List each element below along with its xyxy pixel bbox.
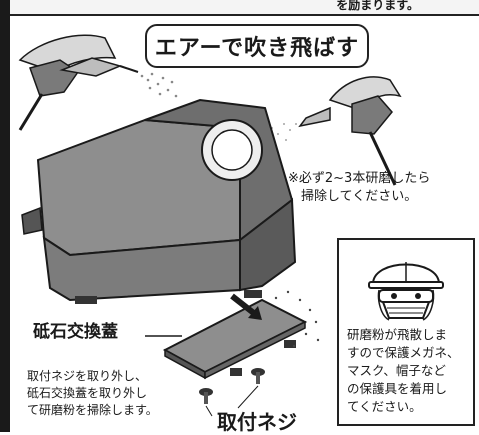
safety-line-5: てください。 xyxy=(347,399,422,414)
screw-icon xyxy=(199,368,265,417)
left-margin-bar xyxy=(0,0,10,432)
safety-line-2: すので保護メガネ、 xyxy=(347,345,460,360)
arrow-icon xyxy=(230,293,262,320)
helmet-worker-icon xyxy=(368,262,444,321)
air-gun-left-icon xyxy=(18,34,178,131)
safety-line-3: マスク、帽子など xyxy=(347,363,446,378)
instruction-line-3: て研磨粉を掃除します。 xyxy=(27,403,158,417)
safety-warning-box: 研磨粉が飛散しま すので保護メガネ、 マスク、帽子など の保護具を着用し てくだ… xyxy=(337,238,475,426)
cleaning-frequency-note: ※必ず2~3本研磨したら 掃除してください。 xyxy=(288,170,478,206)
removal-instruction: 取付ネジを取り外し、 砥石交換蓋を取り外し て研磨粉を掃除します。 xyxy=(27,368,187,419)
safety-line-4: の保護具を着用し xyxy=(347,381,448,396)
note-line-1: ※必ず2~3本研磨したら xyxy=(288,171,431,186)
speech-bubble: エアーで吹き飛ばす xyxy=(145,24,369,68)
grinder-machine-icon xyxy=(21,98,297,304)
grindstone-cover-label: 砥石交換蓋 xyxy=(33,322,118,342)
safety-line-1: 研磨粉が飛散しま xyxy=(347,327,448,342)
header-partial-text: を励まります。 xyxy=(336,0,419,12)
note-line-2: 掃除してください。 xyxy=(301,189,418,204)
instruction-line-1: 取付ネジを取り外し、 xyxy=(27,369,148,383)
instruction-line-2: 砥石交換蓋を取り外し xyxy=(27,386,148,400)
header-strip: を励まります。 xyxy=(10,0,479,16)
speech-bubble-text: エアーで吹き飛ばす xyxy=(154,36,360,61)
safety-text: 研磨粉が飛散しま すので保護メガネ、 マスク、帽子など の保護具を着用し てくだ… xyxy=(347,326,471,416)
grindstone-cover-icon xyxy=(145,290,320,380)
mounting-screw-label: 取付ネジ xyxy=(217,410,297,434)
air-gun-right-icon xyxy=(259,76,402,186)
